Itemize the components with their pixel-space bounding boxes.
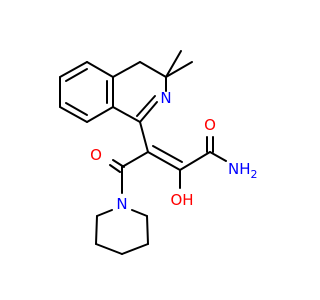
- hydroxyl-label: OH: [170, 191, 193, 209]
- imine-nitrogen-label: N: [160, 89, 171, 107]
- chemical-structure-drawing: N O N OH O NH2: [59, 50, 258, 255]
- amide-nh2-label: NH2: [228, 160, 258, 181]
- amide-oxygen-label: O: [204, 116, 216, 134]
- benzene-ring: [59, 61, 114, 123]
- amide-nh-text: NH: [228, 160, 251, 178]
- pyrrolidine-nitrogen-label: N: [116, 195, 127, 213]
- enol-chain: [109, 121, 227, 194]
- ketone-oxygen-label: O: [90, 146, 102, 164]
- dihydroisoquinoline-ring: [112, 50, 193, 123]
- molecule-diagram: N O N OH O NH2: [59, 50, 258, 255]
- amide-nh2-subscript: 2: [251, 168, 258, 181]
- pyrrolidine-ring: [95, 209, 149, 255]
